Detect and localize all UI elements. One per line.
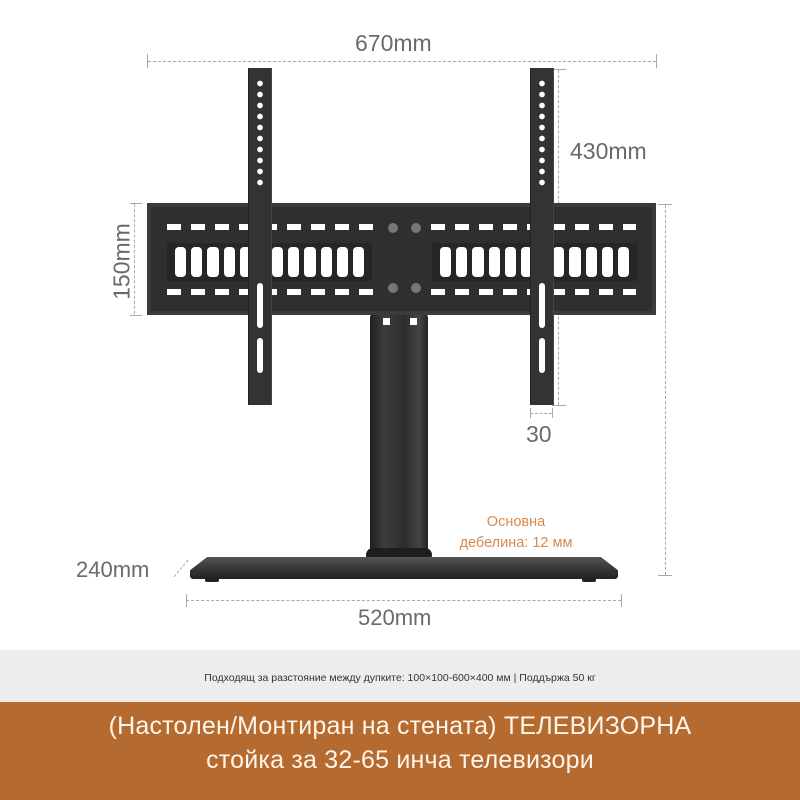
stand-base [190,557,618,579]
column-slot [383,318,390,325]
vesa-arm-right [530,68,554,405]
thickness-note-line1: Основна [486,514,546,530]
bolt [411,223,421,233]
dimension-line-plate [134,204,135,314]
dimension-overall-width: 670mm [355,30,432,56]
info-strip [0,650,800,702]
dimension-tick [552,408,553,418]
dimension-arm-width: 30 [526,421,552,447]
dimension-tick [552,405,566,406]
arm-slot [257,283,263,328]
dimension-tick [530,408,531,418]
dimension-tick [552,69,566,70]
product-diagram: 670mm 430mm 150mm [76,30,672,630]
arm-holes [257,78,263,188]
base-foot [205,578,219,582]
arm-slot [257,338,263,373]
dimension-tick [621,594,622,607]
dimension-plate-height: 150mm [108,223,135,300]
dimension-tick [147,54,148,68]
dimension-line-depth [173,559,189,578]
dimension-line-top [148,61,656,62]
stand-column [370,312,428,552]
dimension-base-width: 520mm [358,605,432,630]
mounting-plate [147,203,656,315]
bolt [388,223,398,233]
bolt [388,283,398,293]
dimension-tick [130,315,142,316]
dimension-line-total-height [665,205,666,575]
thickness-note-line2: дебелина: 12 мм [459,535,573,551]
dimension-tick [658,204,672,205]
arm-holes [539,78,545,188]
dimension-tick [656,54,657,68]
arm-slot [539,283,545,328]
bolt [411,283,421,293]
compatibility-text: Подходящ за разстояние между дупките: 10… [204,672,596,684]
banner-title-line1: (Настолен/Монтиран на стената) ТЕЛЕВИЗОР… [108,712,692,740]
dimension-line-base [186,600,621,601]
title-banner [0,702,800,800]
dimension-base-depth: 240mm [76,557,150,582]
dimension-tick [186,594,187,607]
arm-slot [539,338,545,373]
dimension-arm-height: 430mm [570,138,647,164]
banner-title-line2: стойка за 32-65 инча телевизори [206,746,594,774]
dimension-tick [130,203,142,204]
dimension-line-arm-width [530,413,552,414]
dimension-tick [658,575,672,576]
vesa-arm-left [248,68,272,405]
base-foot [582,578,596,582]
column-slot [410,318,417,325]
thickness-note: Основна дебелина: 12 мм [436,512,596,554]
